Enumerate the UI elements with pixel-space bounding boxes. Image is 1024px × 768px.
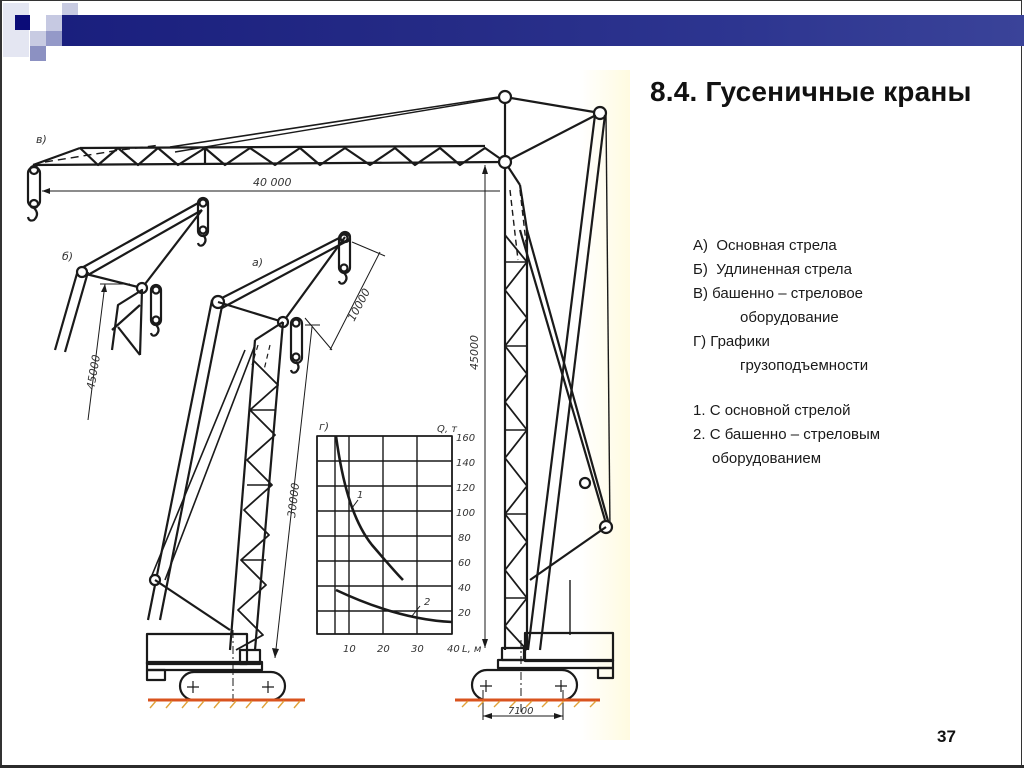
- chart-curve-label-2: 2: [424, 597, 430, 608]
- extended-boom-variant-b: [53, 196, 210, 421]
- legend-marker: А): [693, 237, 708, 254]
- chart-y-tick: 60: [458, 558, 471, 569]
- legend-item-a: А) Основная стрела: [693, 234, 868, 258]
- dim-tower-height: 45000: [468, 335, 481, 370]
- dim-jib-length: 10000: [345, 286, 373, 323]
- chart-y-tick: 160: [456, 433, 475, 444]
- curve-text: С основной стрелой: [709, 402, 851, 419]
- chart-y-tick: 80: [458, 533, 471, 544]
- legend-text: башенно – стреловое: [712, 285, 864, 302]
- chart-y-tick: 120: [456, 483, 475, 494]
- label-variant-b: б): [62, 250, 73, 263]
- load-capacity-chart: [316, 435, 453, 635]
- legend-item-v: В) башенно – стреловое: [693, 282, 868, 306]
- label-variant-a: а): [252, 256, 263, 269]
- chart-x-tick: 30: [411, 644, 424, 655]
- legend-text: Основная стрела: [716, 237, 837, 254]
- chart-x-tick: 40: [447, 644, 460, 655]
- crawler-crane-diagram: в) б) а) г) 40 000 45000 45000 30000 100…: [26, 89, 615, 720]
- label-variant-g: г): [319, 420, 329, 433]
- legend-list: А) Основная стрела Б) Удлиненная стрела …: [693, 234, 868, 378]
- curve-text: С башенно – стреловым: [709, 426, 881, 443]
- curve-item-2: 2. С башенно – стреловым: [693, 423, 880, 447]
- dim-main-boom: 30000: [285, 482, 302, 518]
- dim-tower-jib-reach: 40 000: [253, 176, 292, 189]
- legend-item-b: Б) Удлиненная стрела: [693, 258, 868, 282]
- chart-x-axis-label: L, м: [462, 644, 482, 655]
- legend-marker: В): [693, 285, 708, 302]
- legend-marker: Б): [693, 261, 708, 278]
- legend-marker: Г): [693, 333, 707, 350]
- page-number: 37: [937, 727, 956, 746]
- curve-marker: 1.: [693, 402, 706, 419]
- dim-extended-boom: 45000: [84, 354, 103, 391]
- legend-item-g-continuation: грузоподъемности: [740, 357, 869, 374]
- curve-item-2-continuation: оборудованием: [712, 450, 822, 467]
- curve-marker: 2.: [693, 426, 706, 443]
- curve-item-1: 1. С основной стрелой: [693, 399, 880, 423]
- legend-item-g: Г) Графики: [693, 330, 868, 354]
- dim-track-base: 7100: [508, 706, 533, 717]
- diagram-paper-tint: [580, 70, 630, 740]
- label-variant-v: в): [36, 133, 47, 146]
- tower-jib-variant-v: [26, 95, 506, 222]
- header-bar: [62, 15, 1024, 46]
- slide-bottom-border: [0, 765, 1024, 768]
- right-crawler-base: [470, 631, 615, 720]
- main-boom-variant-a: [146, 230, 386, 659]
- chart-y-tick: 40: [458, 583, 471, 594]
- tower-mast: [482, 89, 614, 651]
- legend-text: Удлиненная стрела: [716, 261, 852, 278]
- chart-y-tick: 100: [456, 508, 475, 519]
- chart-y-tick: 20: [458, 608, 471, 619]
- chart-x-tick: 20: [377, 644, 390, 655]
- legend-text: Графики: [710, 333, 770, 350]
- chart-y-tick: 140: [456, 458, 475, 469]
- curve-list: 1. С основной стрелой 2. С башенно – стр…: [693, 399, 880, 471]
- chart-curve-label-1: 1: [357, 490, 363, 501]
- left-crawler-base: [145, 630, 287, 705]
- chart-x-tick: 10: [343, 644, 356, 655]
- legend-item-v-continuation: оборудование: [740, 309, 839, 326]
- page-title: 8.4. Гусеничные краны: [650, 76, 972, 107]
- chart-y-axis-label: Q, т: [437, 424, 458, 435]
